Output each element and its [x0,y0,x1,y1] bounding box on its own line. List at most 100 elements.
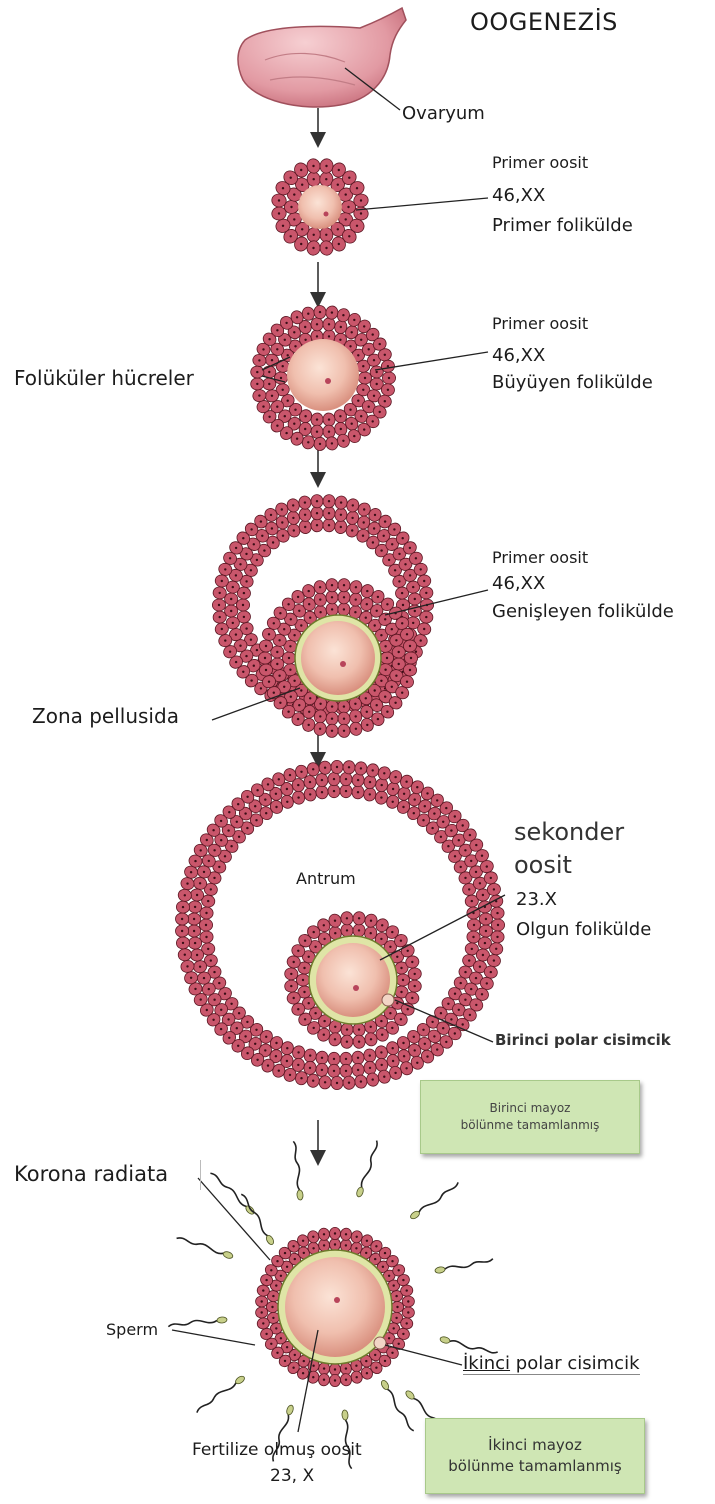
sperm-cell [355,1140,381,1197]
cell-nucleus [406,1322,408,1324]
cell-nucleus [316,335,318,337]
cell-nucleus [309,617,311,619]
cell-nucleus [205,936,207,938]
sperm-cell [168,1317,227,1328]
cell-nucleus [357,400,359,402]
cell-nucleus [325,178,327,180]
cell-nucleus [262,348,264,350]
cell-nucleus [228,1037,230,1039]
cell-nucleus [296,438,298,440]
cell-nucleus [355,1247,357,1249]
cell-nucleus [300,169,302,171]
cell-nucleus [342,440,344,442]
cell-nucleus [308,724,310,726]
cell-nucleus [309,1067,311,1069]
cell-nucleus [394,776,396,778]
cell-nucleus [409,574,411,576]
cell-nucleus [357,791,359,793]
cell-nucleus [370,1026,372,1028]
cell-nucleus [369,781,371,783]
cell-nucleus [490,877,492,879]
sperm-head [285,1404,294,1415]
cell-nucleus [284,1360,286,1362]
cell-nucleus [260,687,262,689]
cell-nucleus [296,316,298,318]
sperm-cell [409,1182,461,1221]
cell-nucleus [331,705,333,707]
cell-nucleus [194,942,196,944]
cell-nucleus [323,938,325,940]
cell-nucleus [425,592,427,594]
cell-nucleus [328,418,330,420]
cell-nucleus [393,528,395,530]
cell-nucleus [479,882,481,884]
cell-nucleus [184,894,186,896]
cell-nucleus [464,999,466,1001]
cell-nucleus [323,1034,325,1036]
cell-nucleus [352,504,354,506]
cell-nucleus [401,592,403,594]
sperm-tail [168,1319,217,1327]
cell-nucleus [309,1054,311,1056]
cell-nucleus [293,634,295,636]
cell-nucleus [369,793,371,795]
cell-nucleus [319,728,321,730]
cell-nucleus [400,940,402,942]
cell-nucleus [387,365,389,367]
cell-nucleus [375,1367,377,1369]
cell-nucleus [300,771,302,773]
cell-nucleus [391,628,393,630]
cell-nucleus [403,793,405,795]
cell-nucleus [368,348,370,350]
cell-nucleus [351,529,353,531]
cell-nucleus [213,849,215,851]
cell-nucleus [468,888,470,890]
cell-nucleus [357,779,359,781]
cell-nucleus [366,590,368,592]
cell-nucleus [272,1295,274,1297]
cell-nucleus [450,1018,452,1020]
cell-nucleus [182,906,184,908]
note-first-meiosis: Birinci mayoz bölünme tamamlanmış [420,1080,640,1154]
cell-nucleus [382,1266,384,1268]
cell-nucleus [342,314,344,316]
cell-nucleus [282,187,284,189]
cell-nucleus [284,415,286,417]
cell-nucleus [365,1360,367,1362]
cell-nucleus [334,932,336,934]
cell-nucleus [265,812,267,814]
cell-nucleus [411,961,413,963]
cell-nucleus [302,1240,304,1242]
second-polar-body [374,1337,386,1349]
cell-nucleus [300,243,302,245]
sperm-cell [292,1141,303,1200]
cell-nucleus [338,169,340,171]
cell-nucleus [495,948,497,950]
cell-nucleus [402,979,404,981]
cell-nucleus [303,1252,305,1254]
cell-nucleus [345,193,347,195]
cell-nucleus [416,786,418,788]
cell-nucleus [235,547,237,549]
cell-nucleus [319,443,321,445]
cell-nucleus [358,929,360,931]
cell-nucleus [278,778,280,780]
cell-nucleus [250,528,252,530]
cell-nucleus [265,1333,267,1335]
cell-nucleus [268,416,270,418]
cell-nucleus [297,784,299,786]
cell-nucleus [377,596,379,598]
fertilized-oocyte [285,1257,385,1357]
cell-nucleus [321,1057,323,1059]
cell-nucleus [256,1059,258,1061]
cell-nucleus [293,529,295,531]
cell-nucleus [423,580,425,582]
label-secondary: sekonder [514,818,624,846]
cell-nucleus [232,586,234,588]
cell-nucleus [402,1279,404,1281]
cell-nucleus [345,1367,347,1369]
cell-nucleus [290,618,292,620]
cell-nucleus [440,836,442,838]
cell-nucleus [388,1275,390,1277]
cell-nucleus [331,730,333,732]
